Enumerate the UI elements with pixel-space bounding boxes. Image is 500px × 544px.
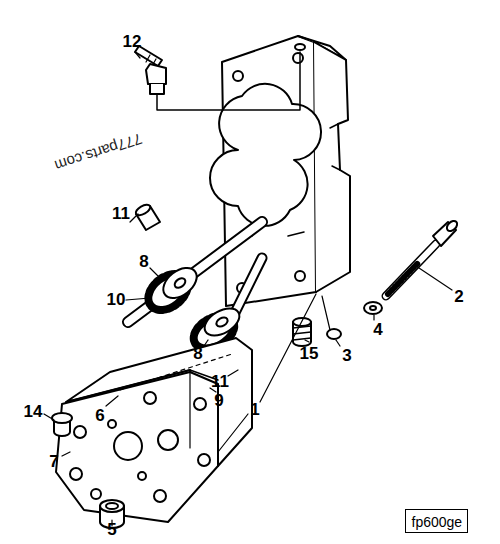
plug: [52, 413, 72, 436]
callout-number: 15: [300, 345, 319, 363]
callout-number: 3: [342, 347, 351, 365]
pump-housing: [210, 36, 350, 306]
pump-cover: [56, 338, 252, 528]
callout-number: 6: [95, 407, 104, 425]
callout-number: 7: [49, 453, 58, 471]
figure-code: fp600ge: [412, 514, 461, 530]
dowel-pin: [134, 203, 160, 230]
lock-washer-hole: [370, 306, 376, 310]
callout-number: 8: [139, 253, 148, 271]
callout-number: 4: [373, 321, 382, 339]
leader-lines: [44, 214, 452, 526]
callout-number: 9: [214, 392, 223, 410]
figure-code-box: fp600ge: [405, 509, 468, 533]
callout-number: 11: [211, 373, 229, 391]
watermark: 777parts.com: [52, 129, 144, 174]
elbow-fitting: [135, 46, 300, 110]
callout-number: 12: [123, 33, 142, 51]
callout-number: 2: [454, 288, 463, 306]
lock-washer: [364, 302, 382, 314]
callout-number: 10: [107, 291, 126, 309]
callout-number: 1: [250, 401, 259, 419]
callout-number: 5: [107, 521, 116, 539]
o-ring: [327, 329, 341, 339]
callout-number: 8: [193, 345, 202, 363]
callout-number: 11: [112, 205, 130, 223]
cap-screw: [386, 219, 459, 296]
callout-number: 14: [24, 403, 43, 421]
